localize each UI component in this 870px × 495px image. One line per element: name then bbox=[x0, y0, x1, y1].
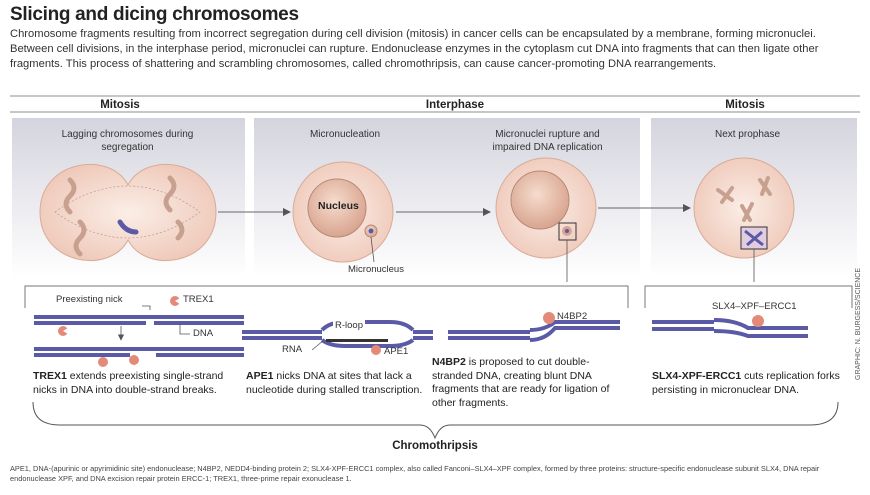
slx4-label: SLX4–XPF–ERCC1 bbox=[712, 301, 797, 312]
dividing-cell bbox=[39, 163, 217, 262]
caption-trex1: TREX1 extends preexisting single-strand … bbox=[33, 370, 224, 396]
phase-header-mitosis: Mitosis bbox=[100, 99, 140, 111]
ape1-label: APE1 bbox=[384, 346, 409, 357]
trex1-dna-diagram bbox=[34, 296, 244, 367]
nucleus-label: Nucleus bbox=[318, 200, 359, 212]
outcome-chromothripsis: Chromothripsis bbox=[392, 440, 478, 452]
caption-n4bp2: N4BP2 is proposed to cut double-stranded… bbox=[432, 356, 610, 409]
abbreviation-footnote: APE1, DNA-(apurinic or apyrimidinic site… bbox=[10, 464, 820, 483]
figure-title: Slicing and dicing chromosomes bbox=[10, 4, 299, 25]
cell-next-prophase bbox=[693, 157, 795, 282]
phase-header-mitosis-next: Mitosis bbox=[725, 99, 765, 111]
cell-with-micronucleus bbox=[292, 161, 394, 263]
n4bp2-dna-diagram bbox=[448, 312, 620, 342]
ape1-rloop-diagram bbox=[242, 320, 433, 355]
n4bp2-label: N4BP2 bbox=[557, 311, 588, 322]
slx4-fork-diagram bbox=[652, 315, 808, 338]
micronucleus-label: Micronucleus bbox=[348, 264, 404, 275]
trex1-label: TREX1 bbox=[183, 294, 214, 305]
rna-label: RNA bbox=[282, 344, 303, 355]
caption-ape1: APE1 nicks DNA at sites that lack a nucl… bbox=[246, 370, 423, 396]
graphic-credit: GRAPHIC: N. BURGESS/SCIENCE bbox=[855, 267, 862, 380]
panel-label-micronucleation: Micronucleation bbox=[309, 129, 381, 140]
panel-label-lagging: Lagging chromosomes during segregation bbox=[61, 129, 194, 153]
dna-label: DNA bbox=[193, 328, 214, 339]
r-loop-label: R-loop bbox=[333, 320, 365, 331]
panel-label-next-prophase: Next prophase bbox=[714, 129, 781, 140]
panel-label-rupture: Micronuclei rupture and impaired DNA rep… bbox=[492, 129, 603, 153]
cell-ruptured-micronucleus bbox=[495, 157, 597, 282]
preexisting-nick-label: Preexisting nick bbox=[56, 294, 123, 305]
intro-paragraph: Chromosome fragments resulting from inco… bbox=[10, 28, 819, 70]
caption-slx4: SLX4-XPF-ERCC1 cuts replication forks pe… bbox=[652, 370, 840, 396]
phase-header-interphase: Interphase bbox=[425, 99, 485, 111]
